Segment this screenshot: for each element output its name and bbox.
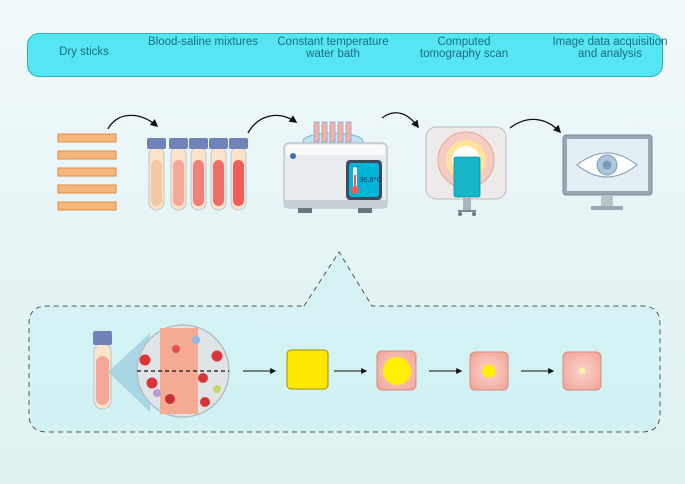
bath-temperature: 36.8°C [359, 175, 383, 184]
ct-scanner-icon [425, 126, 507, 216]
flow-arrow [509, 118, 562, 134]
step-label-water-bath: Constant temperature water bath [277, 36, 389, 60]
step-label-image-analysis: Image data acquisition and analysis [552, 36, 668, 60]
monitor-eye-icon [562, 134, 653, 210]
test-tubes-icon [147, 138, 248, 211]
sample-stage-late [562, 351, 602, 391]
water-bath-icon: 36.8°C [283, 121, 388, 213]
sample-stage-early [376, 350, 417, 391]
flow-arrow [381, 112, 419, 129]
process-banner [27, 33, 663, 77]
flow-arrow [247, 114, 298, 134]
step-label-ct-scan: Computed tomography scan [419, 36, 509, 60]
sample-stage-dry [286, 349, 329, 390]
zoom-callout [28, 251, 661, 433]
sample-stage-mid [469, 351, 509, 391]
zoom-tube-icon [93, 331, 150, 412]
step-label-dry-sticks: Dry sticks [59, 46, 109, 58]
dry-sticks-icon [57, 133, 117, 211]
magnifier-icon [136, 324, 230, 418]
flow-arrow [107, 114, 159, 130]
step-label-blood-saline: Blood-saline mixtures [148, 36, 258, 48]
